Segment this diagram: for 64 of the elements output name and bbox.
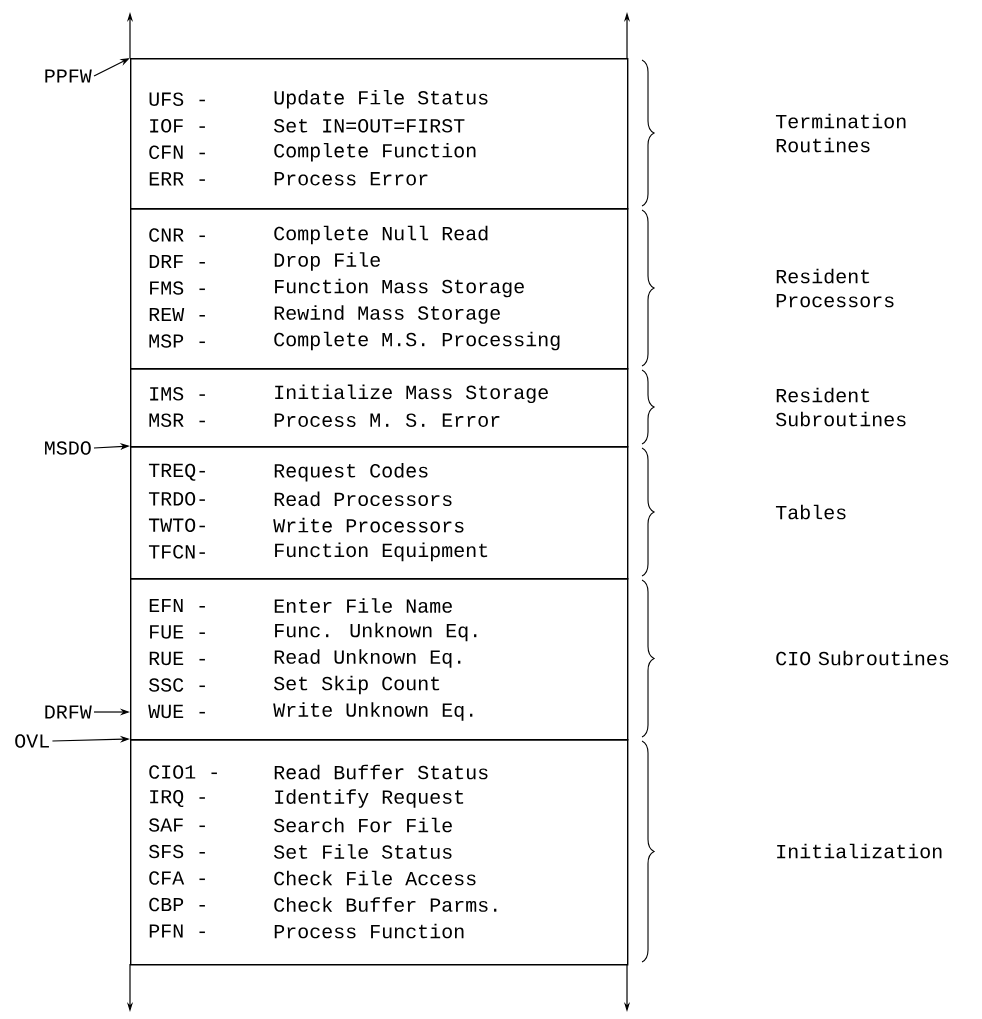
node-label: Read Buffer Status <box>274 764 488 780</box>
node-label: Check File Access <box>274 870 476 886</box>
node-label: REW - <box>149 307 205 322</box>
pointer-label: DRFW <box>45 705 92 719</box>
node-label: MSR - <box>149 413 205 427</box>
node-label: Complete Function <box>274 142 476 162</box>
node-label: Function Mass Storage <box>275 278 524 298</box>
node-label: RUE - <box>149 651 205 666</box>
node-label: TREQ- <box>148 463 205 481</box>
node-label: SAF - <box>148 818 205 832</box>
pointer-label: OVL <box>15 734 49 748</box>
node-label: Process Function <box>274 923 464 939</box>
group-label: Initialization <box>777 843 942 859</box>
node-label: Identify Request <box>275 789 464 808</box>
node-label: Search For File <box>273 817 452 833</box>
group-label: Tables <box>775 504 846 520</box>
node-label: Request Codes <box>274 462 428 482</box>
node-label: Set IN=OUT=FIRST <box>273 119 465 133</box>
group-label: Termination Routines <box>775 113 906 153</box>
node-label: Read Processors <box>274 491 452 507</box>
node-label: DRF - <box>149 254 205 269</box>
node-label: Write Processors <box>273 517 464 533</box>
node-label: Read Unknown Eq. <box>274 649 461 668</box>
node-label: Write Unknown Eq. <box>273 702 473 721</box>
group-label: Resident Processors <box>776 268 894 308</box>
node-label: CBP - <box>149 897 205 912</box>
pointer-label: PPFW <box>45 69 92 83</box>
node-label: PFN - <box>149 924 205 938</box>
node-label: IOF - <box>150 119 205 133</box>
node-label: ERR - <box>149 172 205 186</box>
node-label: Function Equipment <box>275 542 488 562</box>
node-label: Initialize Mass Storage <box>275 384 548 404</box>
node-label: Rewind Mass Storage <box>274 305 500 324</box>
node-label: CNR - <box>149 228 205 242</box>
node-label: Process M. S. Error <box>274 413 500 427</box>
node-label: MSP - <box>149 334 205 348</box>
node-label: SFS - <box>148 844 205 859</box>
node-label: Check Buffer Parms. <box>274 897 497 912</box>
node-label: SSC - <box>148 678 205 692</box>
node-label: IRQ - <box>150 789 205 808</box>
group-label: Resident Subroutines <box>776 387 906 427</box>
node-label: CFA - <box>149 871 205 885</box>
node-label: Update File Status <box>274 89 488 109</box>
node-label: Process Error <box>274 172 428 186</box>
node-label: WUE - <box>148 704 205 719</box>
group-label: CIO Subroutines <box>776 650 949 666</box>
node-label: TRDO- <box>148 492 205 506</box>
node-label: FUE - <box>150 625 205 639</box>
node-label: Drop File <box>274 252 380 271</box>
node-label: Enter File Name <box>274 598 452 613</box>
node-label: CFN - <box>149 145 205 159</box>
node-label: IMS - <box>150 387 205 401</box>
node-label: Set File Status <box>273 844 452 859</box>
node-label: Set Skip Count <box>273 675 440 695</box>
pointer-label: MSDO <box>45 441 91 455</box>
node-label: UFS - <box>149 92 205 106</box>
node-label: CIO1 - <box>149 765 217 779</box>
node-label: EFN - <box>149 598 205 613</box>
node-label: FMS - <box>150 281 205 295</box>
node-label: TFCN- <box>148 545 205 559</box>
node-label: Func. Unknown Eq. <box>275 622 477 642</box>
node-label: Complete M.S. Processing <box>274 331 560 351</box>
node-label: TWTO- <box>148 518 205 532</box>
node-label: Complete Null Read <box>274 225 488 245</box>
